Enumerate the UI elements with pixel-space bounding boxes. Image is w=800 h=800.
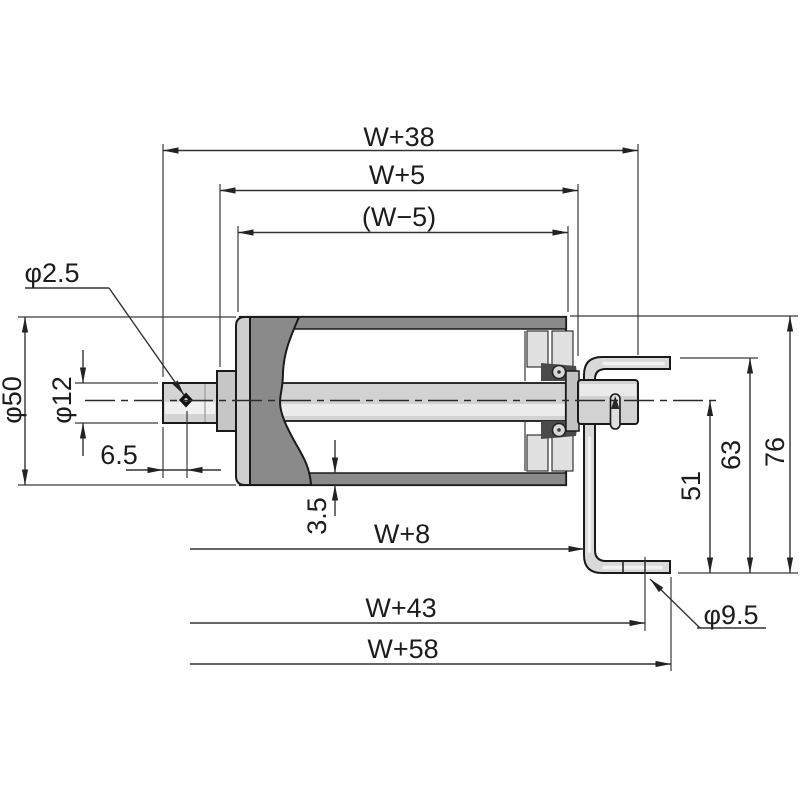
- shaft-right-end: [577, 379, 639, 425]
- dim-frame-inner-width: W+5: [219, 160, 579, 367]
- bracket-body: [583, 356, 671, 574]
- dim-tube-length-label: (W−5): [362, 202, 436, 232]
- dim-pin-offset-label: 6.5: [100, 440, 138, 470]
- bearing-housing-right: [524, 330, 580, 472]
- dim-pin-offset: 6.5: [100, 411, 221, 478]
- dim-shaft-diameter-label: φ12: [47, 376, 77, 424]
- dim-hook-height: 63: [680, 357, 758, 573]
- dim-hole-pitch: W+43: [190, 557, 646, 631]
- dim-bracket-overall-label: W+58: [367, 634, 438, 664]
- spring-pin: [609, 393, 621, 430]
- leader-mount-hole: φ9.5: [649, 578, 766, 630]
- dim-axis-height: 51: [676, 400, 714, 573]
- dim-overall-length-label: W+38: [363, 122, 434, 152]
- dim-tube-length: (W−5): [237, 202, 569, 312]
- dim-wall-thickness: 3.5: [302, 440, 339, 535]
- dim-wall-thickness-label: 3.5: [302, 497, 332, 535]
- end-cap-left-body: [249, 316, 313, 486]
- dim-hook-height-label: 63: [716, 440, 746, 470]
- dim-roller-diameter: φ50: [0, 316, 236, 486]
- dim-frame-width: W+8: [190, 519, 584, 553]
- dim-overall-length: W+38: [162, 122, 639, 377]
- dim-roller-diameter-label: φ50: [0, 376, 27, 424]
- dim-overall-height: 76: [570, 315, 798, 574]
- dim-frame-width-label: W+8: [374, 519, 430, 549]
- inner-shaft: [239, 382, 579, 422]
- roller-assembly: [85, 315, 716, 574]
- dim-frame-inner-width-label: W+5: [369, 160, 425, 190]
- dim-bracket-overall: W+58: [190, 577, 672, 671]
- leader-mount-hole-label: φ9.5: [703, 600, 758, 630]
- dim-hole-pitch-label: W+43: [365, 593, 436, 623]
- dim-shaft-diameter: φ12: [47, 350, 158, 456]
- leader-pin-hole: φ2.5: [24, 258, 185, 396]
- dim-overall-height-label: 76: [760, 437, 790, 467]
- dim-axis-height-label: 51: [676, 471, 706, 501]
- leader-pin-hole-label: φ2.5: [24, 258, 79, 288]
- dimensions: W+38 W+5 (W−5) φ50 φ1: [0, 122, 798, 671]
- mounting-bracket: [583, 356, 671, 574]
